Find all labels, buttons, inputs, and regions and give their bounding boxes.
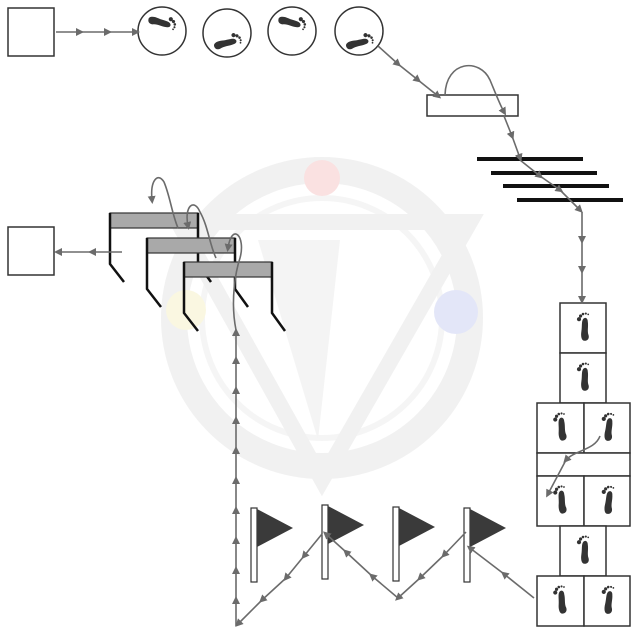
flag-icon xyxy=(321,504,364,580)
arrow-icon xyxy=(235,599,263,627)
arrow-icon xyxy=(444,64,506,116)
arrow-icon xyxy=(546,459,567,498)
finish-box xyxy=(7,226,55,276)
arrow-icon xyxy=(377,45,401,67)
arrow-icon xyxy=(397,63,422,83)
footprint-circle xyxy=(202,8,252,58)
arrow-icon xyxy=(147,176,179,229)
arrow-icon xyxy=(441,531,467,558)
footprint-circle xyxy=(334,6,384,56)
arrow-icon xyxy=(539,175,564,193)
arrow-icon xyxy=(259,577,287,603)
flag-icon xyxy=(250,507,293,583)
footprint-circle xyxy=(267,6,317,56)
flag-icon xyxy=(463,507,506,583)
hurdle-icon xyxy=(182,261,287,332)
arrow-icon xyxy=(559,189,583,213)
arrow-icon xyxy=(417,554,445,581)
arrow-icon xyxy=(500,571,535,599)
arrow-icon xyxy=(301,533,323,560)
watermark-logo xyxy=(161,157,484,497)
agility-rungs xyxy=(477,157,623,202)
arrow-icon xyxy=(368,573,399,599)
arrow-icon xyxy=(563,435,601,463)
arrow-icon xyxy=(417,79,442,99)
arrow-icon xyxy=(519,159,544,179)
arrow-icon xyxy=(183,204,217,259)
arrow-icon xyxy=(323,531,347,553)
arrow-icon xyxy=(283,555,305,582)
arrow-icon xyxy=(224,233,243,331)
arrow-icon xyxy=(503,115,515,140)
arrow-icon xyxy=(343,549,373,577)
flag-icon xyxy=(392,506,435,582)
arrow-icon xyxy=(395,577,421,601)
footprint-circle xyxy=(137,6,187,56)
arrow-icon xyxy=(466,545,505,575)
balance-board xyxy=(426,94,519,117)
flow-arrows xyxy=(54,28,601,627)
slalom-flags xyxy=(250,504,506,583)
footprint-grid xyxy=(536,302,631,627)
start-box xyxy=(7,7,55,57)
arrow-icon xyxy=(511,135,523,162)
